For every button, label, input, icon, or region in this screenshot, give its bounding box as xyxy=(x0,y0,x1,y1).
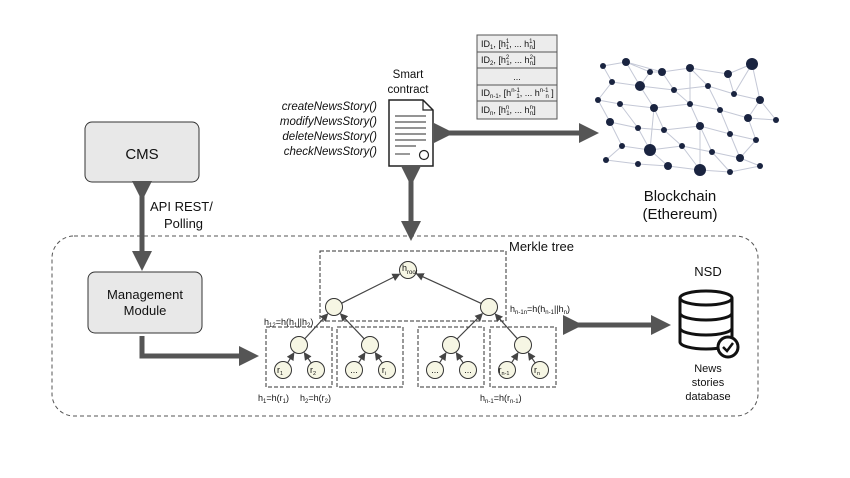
h2-label: h2=h(r2) xyxy=(300,393,331,405)
merkle-leaf-label: ri xyxy=(382,365,386,377)
nsd-line2: stories xyxy=(692,377,725,389)
merkle-root-node xyxy=(399,261,417,279)
merkle-leaf-node xyxy=(274,361,292,379)
blockchain-network-icon xyxy=(595,58,779,176)
nsd-line1: News xyxy=(694,363,722,375)
management-to-merkle-arrow xyxy=(139,336,259,366)
hn1-label: hn-1=h(rn-1) xyxy=(480,393,522,405)
merkle-tree-title: Merkle tree xyxy=(509,239,574,254)
ledger-table xyxy=(476,34,558,120)
management-label-line2: Module xyxy=(124,303,167,318)
management-module-box xyxy=(87,271,203,334)
check-badge-icon xyxy=(716,335,740,359)
merkle-inner-node xyxy=(325,298,343,316)
api-label-line1: API REST/ xyxy=(150,199,213,214)
hn-label: hn-1n=h(hn-1||hn) xyxy=(510,304,570,316)
merkle-inner-node xyxy=(480,298,498,316)
merkle-leaf-label: rn xyxy=(534,365,540,377)
fn-create: createNewsStory() xyxy=(282,101,377,113)
merkle-leaf-node xyxy=(378,361,396,379)
merkle-inner-node xyxy=(290,336,308,354)
merkle-inner-node xyxy=(442,336,460,354)
merkle-group-1 xyxy=(265,326,333,388)
merkle-inner-node xyxy=(514,336,532,354)
fn-delete: deleteNewsStory() xyxy=(282,131,377,143)
merkle-leaf-node xyxy=(426,361,444,379)
merkle-leaf-label: ... xyxy=(464,365,472,375)
smart-contract-label-line2: contract xyxy=(388,84,430,96)
merkle-leaf-label: r1 xyxy=(277,365,283,377)
merkle-leaf-node xyxy=(307,361,325,379)
smart-contract-label-line1: Smart xyxy=(393,69,424,81)
api-label-line2: Polling xyxy=(164,216,203,231)
cms-label: CMS xyxy=(125,146,158,163)
blockchain-label-line1: Blockchain xyxy=(644,188,717,205)
fn-check: checkNewsStory() xyxy=(284,146,377,158)
merkle-leaf-node xyxy=(498,361,516,379)
h1-label: h1=h(r1) xyxy=(258,393,289,405)
merkle-top-box xyxy=(319,250,507,322)
merkle-group-4 xyxy=(489,326,557,388)
merkle-root-label: hroot xyxy=(402,263,418,276)
merkle-edges xyxy=(286,273,536,364)
merkle-leaf-label: r2 xyxy=(310,365,316,377)
merkle-leaf-node xyxy=(459,361,477,379)
nsd-line3: database xyxy=(685,391,730,403)
fn-modify: modifyNewsStory() xyxy=(280,116,377,128)
merkle-nodes: r1 r2... ri...... rn-1 rn xyxy=(274,261,549,379)
merkle-inner-node xyxy=(361,336,379,354)
merkle-leaf-node xyxy=(345,361,363,379)
merkle-leaf-label: ... xyxy=(350,365,358,375)
management-label-line1: Management xyxy=(107,287,183,302)
merkle-group-2 xyxy=(336,326,404,388)
ledger-row: ... xyxy=(513,72,521,82)
document-icon xyxy=(388,99,434,167)
merkle-group-3 xyxy=(417,326,485,388)
merkle-leaf-label: ... xyxy=(431,365,439,375)
merkle-leaf-node xyxy=(531,361,549,379)
blockchain-label-line2: (Ethereum) xyxy=(642,206,717,223)
merkle-leaf-label: rn-1 xyxy=(499,365,510,377)
h12-label: h12=h(h1||h2) xyxy=(264,317,313,329)
nsd-title: NSD xyxy=(694,264,721,279)
